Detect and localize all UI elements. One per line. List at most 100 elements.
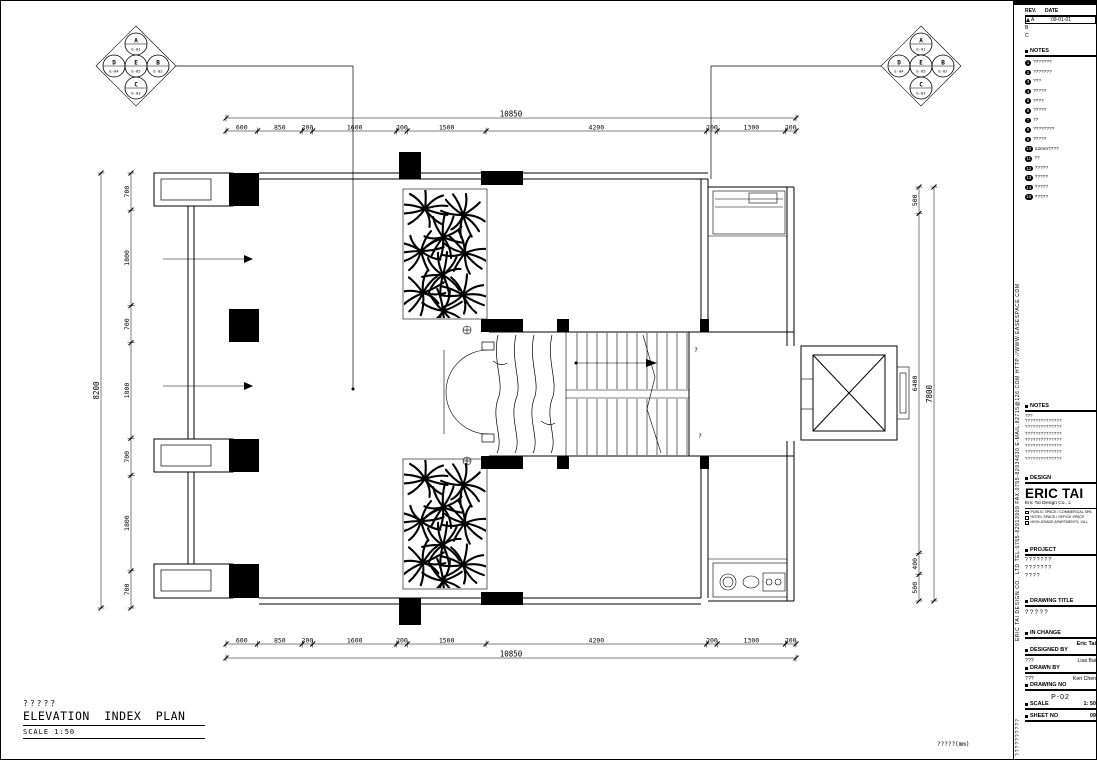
sheet-no-label: SHEET NO <box>1030 713 1059 719</box>
svg-text:E-01: E-01 <box>131 47 141 52</box>
note-item: 15????? <box>1025 192 1096 202</box>
in-charge-section: IN CHANGE Eric Tai <box>1025 630 1096 647</box>
note-item: 1??????? <box>1025 58 1096 68</box>
vertical-note: ?????????? <box>1015 718 1021 756</box>
service-icon <box>1025 510 1029 515</box>
note-text: ??? <box>1033 79 1042 85</box>
designed-by-name-cn: ??? <box>1025 658 1034 664</box>
service-icon <box>1025 516 1029 520</box>
service-row: HOTEL SPACE / OFFICE SPACE <box>1025 515 1096 520</box>
note-number-badge: 10 <box>1025 146 1033 152</box>
svg-text:E-03: E-03 <box>131 91 140 96</box>
note-number-badge: 15 <box>1025 194 1033 200</box>
svg-text:E-02: E-02 <box>153 69 162 74</box>
note-number-badge: 12 <box>1025 165 1033 172</box>
notes-section-header: NOTES <box>1025 48 1096 57</box>
svg-text:600: 600 <box>236 124 248 132</box>
note-item: 7?? <box>1025 116 1096 126</box>
note-number-badge: 13 <box>1025 175 1033 181</box>
svg-text:1800: 1800 <box>123 250 131 266</box>
notes-label: NOTES <box>1030 48 1049 54</box>
revision-table-header: REV. DATE <box>1025 7 1096 16</box>
svg-text:850: 850 <box>274 124 286 132</box>
project-lines: ?????????????????? <box>1025 556 1096 580</box>
notes2-lines: ????????????????????????????????????????… <box>1025 418 1096 462</box>
svg-text:10850: 10850 <box>500 650 523 659</box>
svg-text:500: 500 <box>911 582 919 594</box>
design-section: DESIGN ERIC TAI Eric Tai Design Co., L P… <box>1025 475 1096 526</box>
drawing-title-label: DRAWING TITLE <box>1030 598 1074 604</box>
plant-area-bottom <box>404 460 486 588</box>
svg-text:?: ? <box>694 346 698 354</box>
unit-note: ?????(mm) <box>937 741 970 748</box>
svg-text:700: 700 <box>123 451 131 463</box>
section-bullet-icon <box>1025 599 1028 603</box>
svg-text:E: E <box>919 60 923 67</box>
section-bullet-icon <box>1025 49 1028 53</box>
note-text: ???????? <box>1033 127 1055 133</box>
project-line: ???? <box>1025 573 1041 579</box>
note-number-badge: 1 <box>1025 60 1031 66</box>
company-logo-text: ERIC TAI <box>1025 486 1084 501</box>
note-item: 5???? <box>1025 96 1096 106</box>
svg-text:200: 200 <box>785 637 797 645</box>
note-item: 14????? <box>1025 183 1096 193</box>
svg-text:E-05: E-05 <box>916 69 925 74</box>
caption-chinese-title: ????? <box>23 699 58 708</box>
svg-text:1600: 1600 <box>347 124 363 132</box>
svg-text:8200: 8200 <box>92 381 101 400</box>
in-charge-value: Eric Tai <box>1076 641 1096 647</box>
entrance-double-door <box>443 325 495 466</box>
note-text: ???? <box>1033 98 1044 104</box>
drawn-by-name-cn: ??? <box>1025 676 1034 682</box>
floor-plan-svg: 600850200160020015004200200130020010850 … <box>92 25 962 662</box>
note-item: 13????? <box>1025 173 1096 183</box>
svg-text:850: 850 <box>274 637 286 645</box>
drawing-title-section: DRAWING TITLE ????? <box>1025 598 1096 616</box>
in-charge-label: IN CHANGE <box>1030 630 1061 636</box>
section-bullet-icon <box>1025 702 1028 706</box>
section-bullet-icon <box>1025 476 1028 480</box>
svg-text:E-01: E-01 <box>916 47 926 52</box>
svg-text:1600: 1600 <box>347 637 363 645</box>
svg-text:D: D <box>897 60 901 67</box>
notes2-line: ?????????????? <box>1025 443 1062 449</box>
scale-value: 1: 50 <box>1083 701 1096 707</box>
notes2-line: ?????????????? <box>1025 418 1062 423</box>
note-number-badge: 11 <box>1025 155 1033 162</box>
drawing-no-value: P-02 <box>1051 693 1070 701</box>
note-text: 12mm???? <box>1034 146 1059 152</box>
company-contact-vertical: ERIC TAI DESIGN CO., LTD TEL:0755-829139… <box>1015 283 1021 641</box>
drawn-by-label: DRAWN BY <box>1030 665 1060 671</box>
room-labels: ?? <box>694 346 702 440</box>
note-text: ?? <box>1034 156 1040 162</box>
note-text: ??????? <box>1033 69 1052 75</box>
note-text: ????? <box>1034 175 1049 181</box>
notes2-section: NOTES ??? ??????????????????????????????… <box>1025 403 1096 462</box>
section-bullet-icon <box>1025 404 1028 408</box>
svg-text:C: C <box>134 82 138 89</box>
note-number-badge: 8 <box>1025 127 1031 133</box>
notes2-subtitle: ??? <box>1025 413 1033 418</box>
sheet-no-value: 09 <box>1089 713 1096 719</box>
project-label: PROJECT <box>1030 547 1056 553</box>
svg-text:200: 200 <box>785 124 797 132</box>
note-number-badge: 6 <box>1025 107 1031 114</box>
note-text: ????? <box>1034 185 1049 191</box>
note-text: ????? <box>1034 165 1049 171</box>
section-bullet-icon <box>1025 666 1028 670</box>
company-name: Eric Tai Design Co., L <box>1025 501 1096 509</box>
svg-text:E-03: E-03 <box>916 91 925 96</box>
svg-text:?: ? <box>698 432 702 440</box>
drawing-caption: ????? ELEVATION INDEX PLAN SCALE 1:50 <box>23 699 205 739</box>
note-text: ????? <box>1034 194 1049 200</box>
note-number-badge: 2 <box>1025 69 1031 76</box>
svg-text:D: D <box>112 60 116 67</box>
svg-text:200: 200 <box>396 124 408 132</box>
rev-row: B <box>1025 25 1029 31</box>
